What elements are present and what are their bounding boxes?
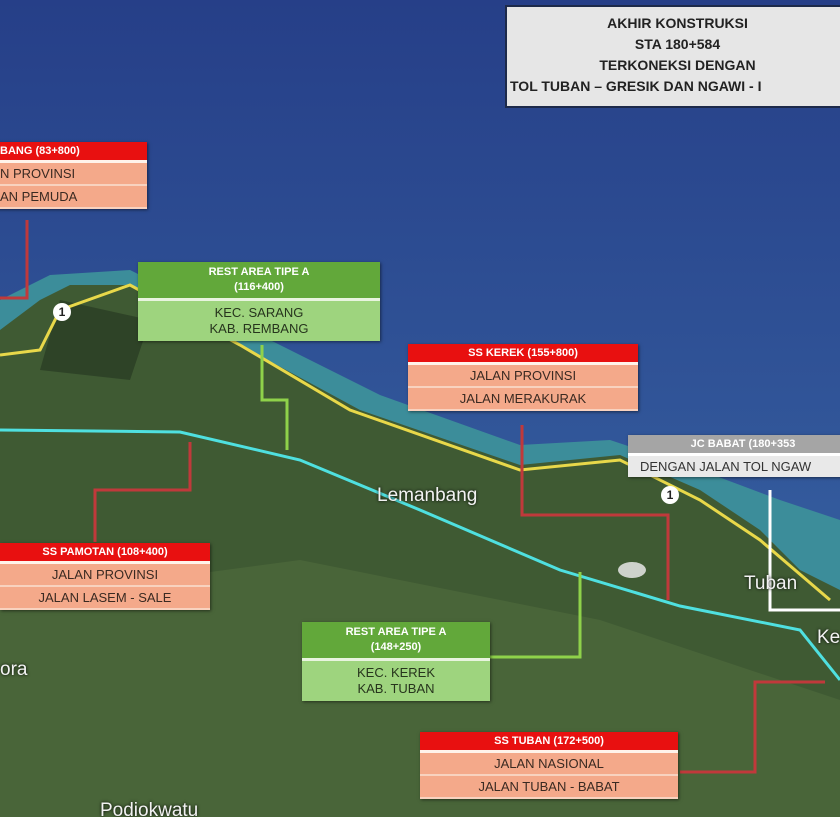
callout-title: SS TUBAN (172+500) [420, 732, 678, 753]
connector-kerek [520, 425, 670, 600]
road-shield-icon: 1 [661, 486, 679, 504]
callout-ss-rembang[interactable]: BANG (83+800) N PROVINSI AN PEMUDA [0, 142, 147, 209]
callout-row: N PROVINSI [0, 163, 147, 186]
callout-row: JALAN TUBAN - BABAT [420, 776, 678, 799]
connector-pamotan [93, 442, 192, 542]
place-label-ora: ora [0, 659, 28, 680]
connector-babat [768, 490, 840, 612]
callout-row: JALAN PROVINSI [408, 365, 638, 388]
callout-title: JC BABAT (180+353 [628, 435, 840, 456]
callout-row: AN PEMUDA [0, 186, 147, 209]
connector-rembang [0, 220, 29, 300]
connector-rest-sarang [260, 345, 289, 450]
info-line: STA 180+584 [634, 36, 721, 52]
place-label-ke: Ke [817, 627, 840, 648]
callout-row: JALAN LASEM - SALE [0, 587, 210, 610]
road-shield-icon: 1 [53, 303, 71, 321]
place-label-podiokwatu: Podiokwatu [100, 800, 199, 817]
callout-title: SS KEREK (155+800) [408, 344, 638, 365]
callout-title: REST AREA TIPE A(116+400) [138, 262, 380, 301]
callout-title: REST AREA TIPE A(148+250) [302, 622, 490, 661]
coastal-road [0, 283, 831, 602]
info-line: TERKONEKSI DENGAN [599, 57, 756, 73]
info-line: AKHIR KONSTRUKSI [607, 15, 748, 31]
callout-ss-pamotan[interactable]: SS PAMOTAN (108+400) JALAN PROVINSI JALA… [0, 543, 210, 610]
connector-rest-kerek [490, 572, 582, 659]
construction-end-info: AKHIR KONSTRUKSI STA 180+584 TERKONEKSI … [505, 5, 840, 108]
callout-row: JALAN NASIONAL [420, 753, 678, 776]
connector-tuban [680, 680, 825, 774]
place-label-tuban: Tuban [744, 573, 798, 594]
callout-ss-tuban[interactable]: SS TUBAN (172+500) JALAN NASIONAL JALAN … [420, 732, 678, 799]
place-label-lemanbang: Lemanbang [377, 485, 478, 506]
callout-jc-babat[interactable]: JC BABAT (180+353 DENGAN JALAN TOL NGAW [628, 435, 840, 477]
callout-row: JALAN PROVINSI [0, 564, 210, 587]
callout-title: BANG (83+800) [0, 142, 147, 163]
info-line: TOL TUBAN – GRESIK DAN NGAWI - I [510, 78, 762, 94]
callout-row: DENGAN JALAN TOL NGAW [628, 456, 840, 477]
callout-title: SS PAMOTAN (108+400) [0, 543, 210, 564]
callout-row: JALAN MERAKURAK [408, 388, 638, 411]
toll-route [0, 428, 840, 681]
callout-ss-kerek[interactable]: SS KEREK (155+800) JALAN PROVINSI JALAN … [408, 344, 638, 411]
